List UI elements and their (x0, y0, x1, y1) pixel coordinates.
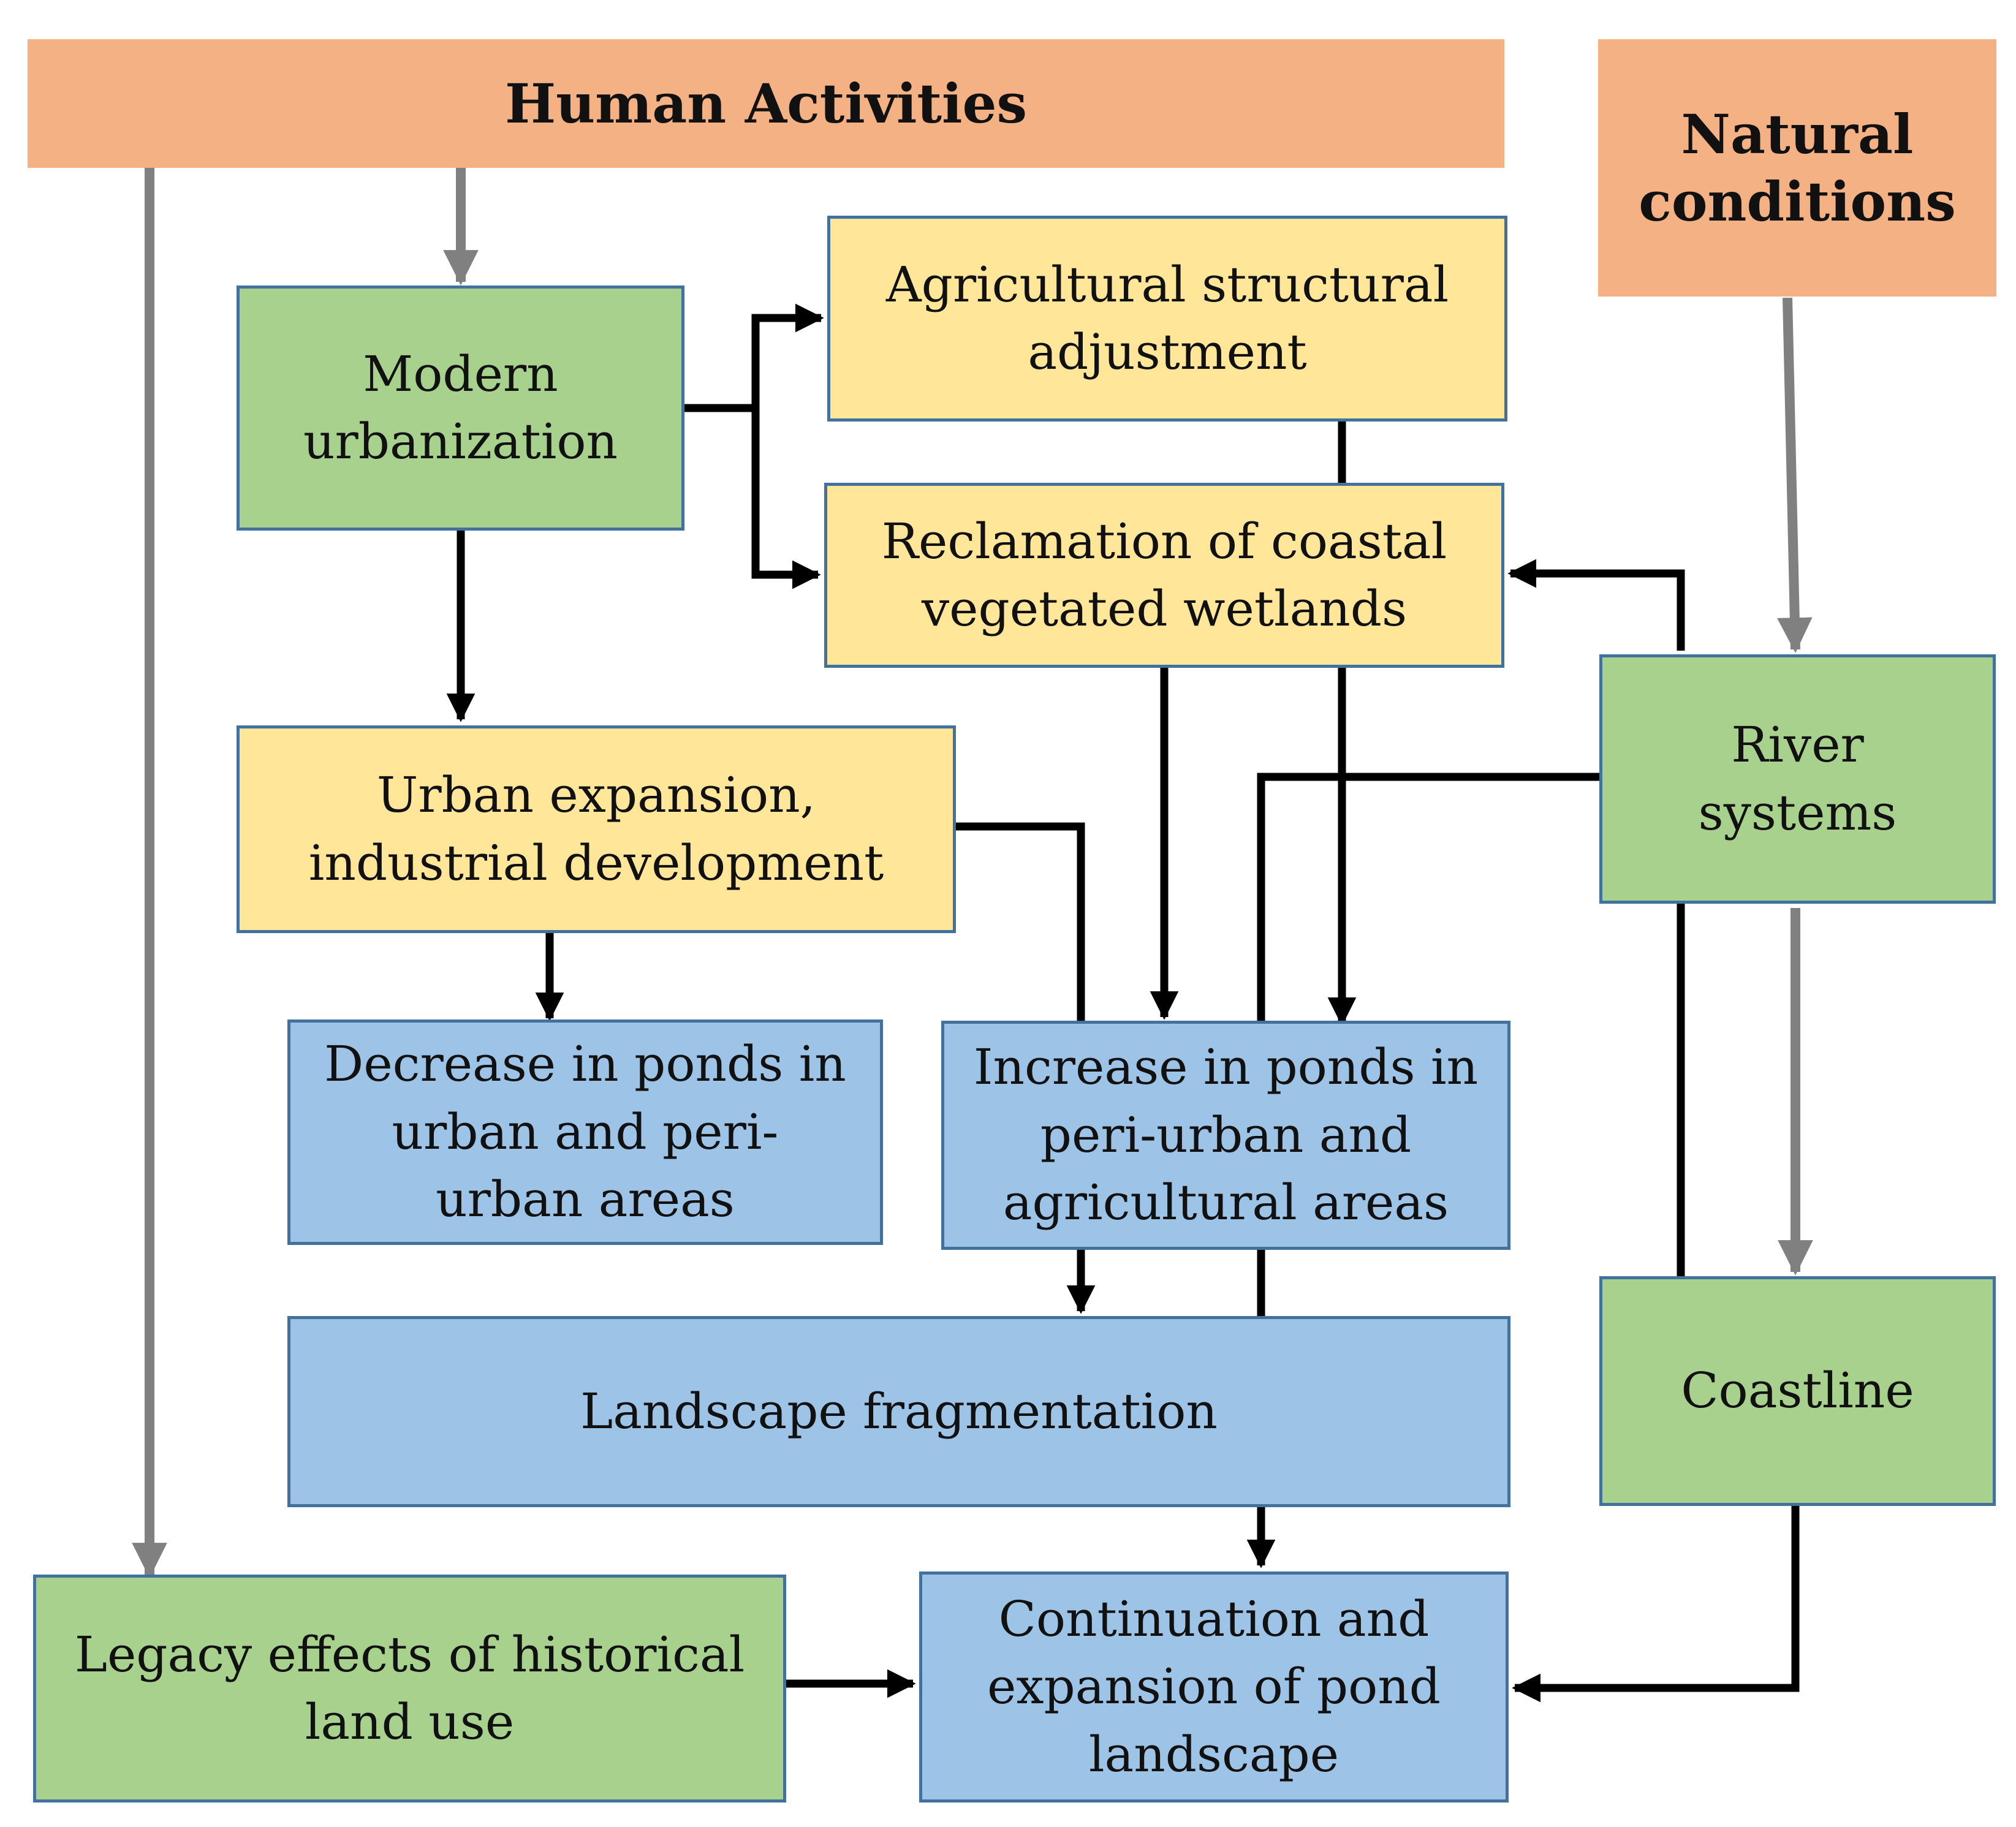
increase-in-ponds-box: Increase in ponds in peri-urban and agri… (941, 1021, 1510, 1250)
reclamation-coastal-wetlands-box: Reclamation of coastal vegetated wetland… (824, 483, 1504, 668)
modern-urbanization-box: Modern urbanization (237, 286, 684, 531)
legacy-effects-box: Legacy effects of historical land use (33, 1575, 786, 1802)
arrow-natural-to-river (1777, 297, 1813, 653)
arrow-urbanization-to-reclamation (751, 408, 821, 589)
coastline-box: Coastline (1599, 1276, 1996, 1506)
decrease-in-ponds-box: Decrease in ponds in urban and peri- urb… (287, 1019, 883, 1245)
line-river-to-increase (1257, 773, 1599, 1021)
agricultural-structural-adjustment-box: Agricultural structural adjustment (827, 216, 1507, 422)
arrow-coastline-to-continuation (1512, 1506, 1800, 1703)
river-systems-box: River systems (1599, 654, 1996, 904)
urban-expansion-box: Urban expansion, industrial development (237, 725, 956, 933)
continuation-expansion-box: Continuation and expansion of pond lands… (919, 1572, 1509, 1802)
arrow-river-to-reclamation (1507, 559, 1685, 651)
human-activities-box: Human Activities (28, 39, 1504, 168)
arrow-urbanization-to-agricultural (684, 303, 824, 412)
landscape-fragmentation-box: Landscape fragmentation (287, 1316, 1510, 1507)
natural-conditions-box: Natural conditions (1598, 39, 1996, 297)
